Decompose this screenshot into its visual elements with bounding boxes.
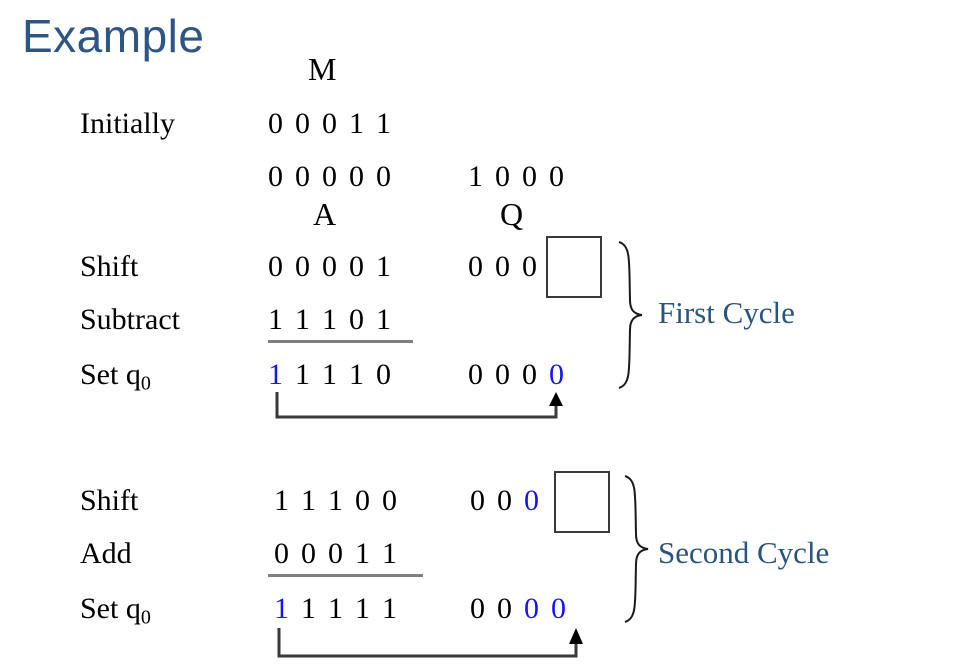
bit-digit: 1 [295, 358, 310, 391]
bit-digit: 0 [497, 484, 512, 517]
column-header-q: Q [500, 196, 524, 232]
bit-digit: 1 [382, 537, 397, 570]
bit-digit: 1 [376, 107, 391, 140]
row-label-shift-1: Shift [80, 250, 139, 283]
bit-digit: 0 [470, 484, 485, 517]
second-cycle-brace [624, 475, 649, 623]
bit-digit: 0 [551, 592, 566, 625]
bit-digit: 1 [355, 537, 370, 570]
bit-digit: 0 [349, 250, 364, 283]
first-cycle-operand-rule [268, 340, 413, 343]
bit-digit: 0 [349, 160, 364, 193]
bit-digit: 0 [355, 484, 370, 517]
second-cycle-operand-rule [268, 574, 423, 577]
bit-digit: 1 [376, 250, 391, 283]
bit-digit: 0 [328, 537, 343, 570]
bit-digit: 0 [495, 250, 510, 283]
bit-digit: 1 [268, 303, 283, 336]
bit-digit: 0 [295, 160, 310, 193]
bit-digit: 1 [301, 484, 316, 517]
first-cycle-brace [618, 241, 643, 389]
bit-digit: 0 [524, 592, 539, 625]
bit-digit: 0 [522, 358, 537, 391]
bit-digit: 0 [274, 537, 289, 570]
set-q-text: Set q [80, 358, 141, 391]
second-cycle-shift-empty-box [554, 471, 610, 533]
bit-digit: 0 [295, 107, 310, 140]
bit-digit: 1 [355, 592, 370, 625]
bit-digit: 1 [468, 160, 483, 193]
bit-digit: 0 [470, 592, 485, 625]
bit-digit: 0 [382, 484, 397, 517]
bit-digit: 0 [295, 250, 310, 283]
second-cycle-feedback-arrow [277, 628, 583, 658]
bit-digit: 0 [376, 358, 391, 391]
bit-digit: 1 [268, 358, 283, 391]
bit-digit: 1 [295, 303, 310, 336]
bit-digit: 0 [524, 484, 539, 517]
bit-digit: 0 [522, 250, 537, 283]
row-label-set-q0-2: Set q0 [80, 592, 151, 635]
row-label-initially: Initially [80, 107, 175, 140]
first-cycle-label: First Cycle [658, 295, 795, 330]
row-label-add: Add [80, 537, 132, 570]
row-label-set-q0-1: Set q0 [80, 358, 151, 401]
set-q-subscript-2: 0 [140, 606, 151, 629]
bit-digit: 0 [549, 160, 564, 193]
bit-digit: 0 [468, 358, 483, 391]
bit-digit: 0 [468, 250, 483, 283]
first-cycle-feedback-arrow [275, 392, 563, 419]
bit-digit: 0 [268, 160, 283, 193]
bit-digit: 1 [328, 592, 343, 625]
bit-digit: 0 [495, 160, 510, 193]
set-q-text-2: Set q [80, 592, 141, 625]
column-header-m: M [308, 51, 337, 87]
bit-digit: 0 [268, 107, 283, 140]
row-label-subtract: Subtract [80, 303, 180, 336]
bit-digit: 1 [301, 592, 316, 625]
first-cycle-shift-empty-box [546, 236, 602, 298]
bit-digit: 0 [522, 160, 537, 193]
row-label-shift-2: Shift [80, 484, 139, 517]
bit-digit: 0 [349, 303, 364, 336]
bit-digit: 1 [382, 592, 397, 625]
bit-digit: 1 [322, 358, 337, 391]
bit-digit: 1 [349, 358, 364, 391]
bit-digit: 1 [322, 303, 337, 336]
bit-digit: 1 [274, 484, 289, 517]
bit-digit: 1 [328, 484, 343, 517]
bit-digit: 0 [268, 250, 283, 283]
column-header-a: A [313, 196, 337, 232]
bit-digit: 0 [322, 250, 337, 283]
bit-digit: 0 [301, 537, 316, 570]
bit-digit: 0 [549, 358, 564, 391]
set-q-subscript: 0 [140, 372, 151, 395]
bit-digit: 1 [274, 592, 289, 625]
bit-digit: 0 [322, 160, 337, 193]
page-title: Example [22, 10, 205, 62]
bit-digit: 0 [495, 358, 510, 391]
bit-digit: 0 [322, 107, 337, 140]
bit-digit: 1 [349, 107, 364, 140]
bit-digit: 1 [376, 303, 391, 336]
second-cycle-label: Second Cycle [658, 535, 830, 570]
bit-digit: 0 [497, 592, 512, 625]
bit-digit: 0 [376, 160, 391, 193]
